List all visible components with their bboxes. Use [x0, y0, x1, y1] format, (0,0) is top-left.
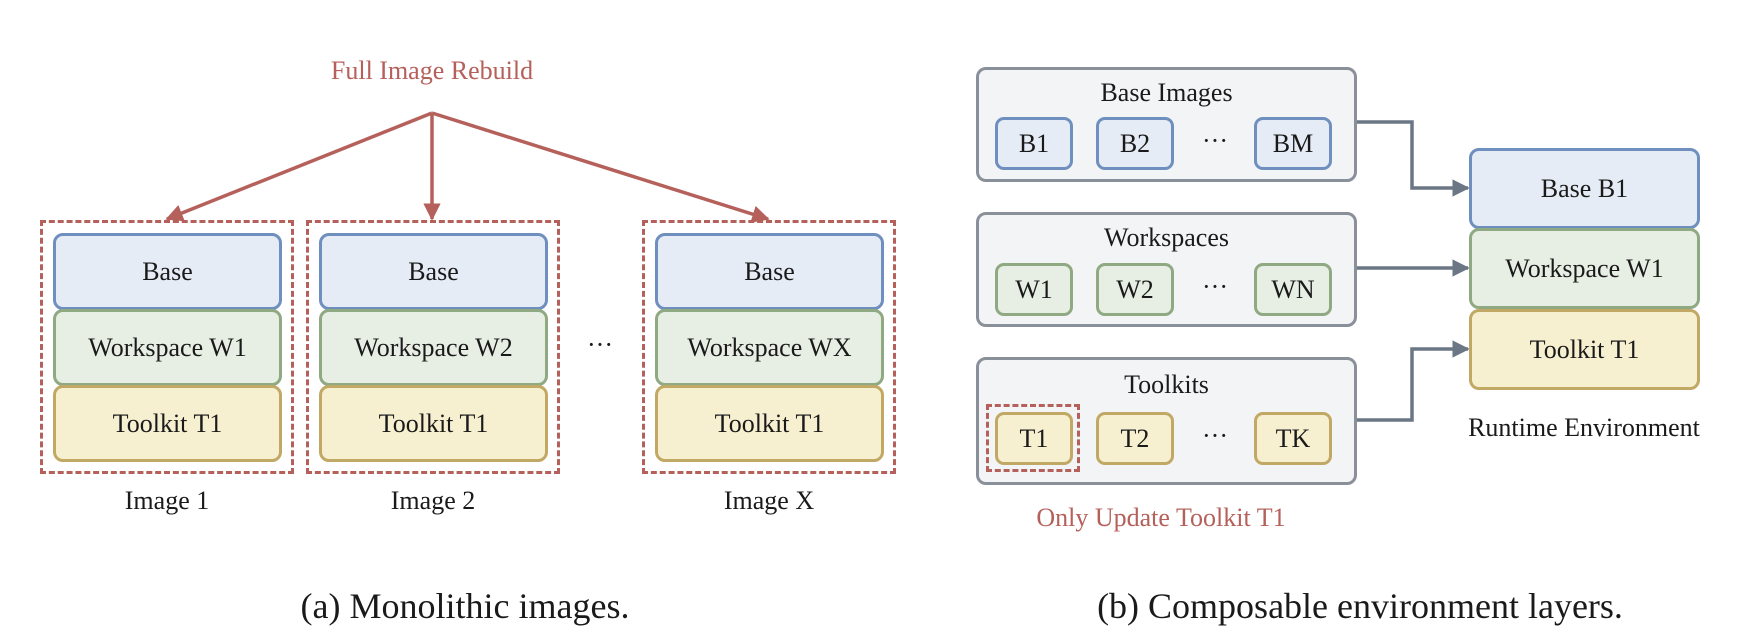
- chip-w2: W2: [1096, 263, 1174, 316]
- image-1-toolkit-layer: Toolkit T1: [53, 385, 282, 462]
- image-x-label: Image X: [723, 486, 815, 515]
- caption-b: (b) Composable environment layers.: [1097, 586, 1623, 626]
- workspaces-ellipsis: ···: [1202, 272, 1228, 301]
- toolkits-ellipsis: ···: [1202, 421, 1228, 450]
- chip-t1: T1: [995, 412, 1073, 465]
- image-2-label: Image 2: [390, 486, 476, 515]
- images-ellipsis: ···: [587, 330, 613, 359]
- runtime-environment-label: Runtime Environment: [1468, 413, 1700, 442]
- arrow-base-to-runtime: [1356, 120, 1470, 197]
- rebuild-arrow-image-1: [165, 111, 433, 222]
- image-2-workspace-layer: Workspace W2: [319, 309, 548, 386]
- image-2-toolkit-layer: Toolkit T1: [319, 385, 548, 462]
- only-update-toolkit-label: Only Update Toolkit T1: [1036, 503, 1286, 532]
- base-images-ellipsis: ···: [1202, 126, 1228, 155]
- chip-bm: BM: [1254, 117, 1332, 170]
- image-1-dashed-outline: [40, 220, 294, 474]
- image-2-base-layer: Base: [319, 233, 548, 310]
- runtime-workspace-layer: Workspace W1: [1469, 228, 1700, 309]
- chip-wn: WN: [1254, 263, 1332, 316]
- image-1-label: Image 1: [124, 486, 210, 515]
- chip-t2: T2: [1096, 412, 1174, 465]
- image-1-base-layer: Base: [53, 233, 282, 310]
- caption-a: (a) Monolithic images.: [300, 586, 630, 626]
- toolkit-t1-update-outline: [986, 404, 1080, 472]
- runtime-base-layer: Base B1: [1469, 148, 1700, 229]
- image-x-base-layer: Base: [655, 233, 884, 310]
- runtime-toolkit-layer: Toolkit T1: [1469, 309, 1700, 390]
- chip-w1: W1: [995, 263, 1073, 316]
- toolkits-title: Toolkits: [1124, 370, 1209, 399]
- image-x-dashed-outline: [642, 220, 896, 474]
- image-2-dashed-outline: [306, 220, 560, 474]
- arrow-toolkit-to-runtime: [1356, 340, 1470, 422]
- image-x-workspace-layer: Workspace WX: [655, 309, 884, 386]
- image-1-workspace-layer: Workspace W1: [53, 309, 282, 386]
- chip-b1: B1: [995, 117, 1073, 170]
- base-images-title: Base Images: [1100, 78, 1233, 107]
- image-x-toolkit-layer: Toolkit T1: [655, 385, 884, 462]
- chip-tk: TK: [1254, 412, 1332, 465]
- chip-b2: B2: [1096, 117, 1174, 170]
- rebuild-arrow-image-x: [431, 111, 770, 223]
- workspaces-title: Workspaces: [1104, 223, 1229, 252]
- full-image-rebuild-label: Full Image Rebuild: [330, 56, 534, 85]
